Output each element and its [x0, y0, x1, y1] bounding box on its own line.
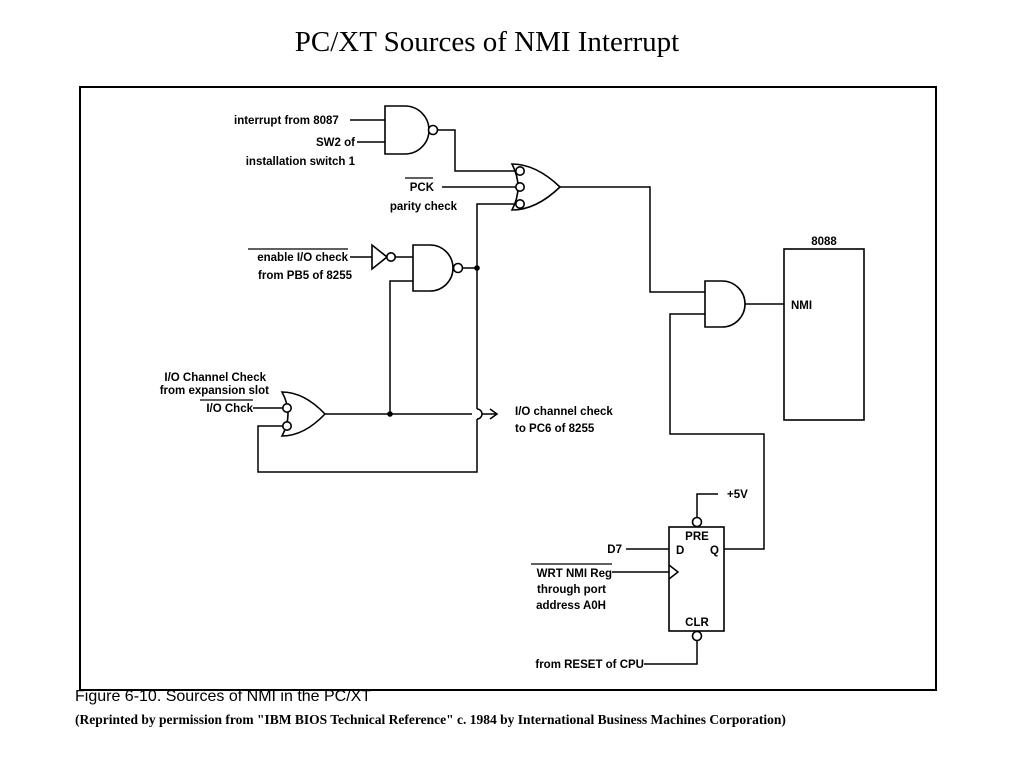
inverter-gate	[371, 243, 389, 271]
label-installation-switch: installation switch 1	[246, 156, 356, 168]
figure-credit: (Reprinted by permission from "IBM BIOS …	[75, 712, 786, 727]
inversion-bubble	[427, 124, 439, 136]
inversion-bubble	[385, 252, 396, 263]
label-ff-q: Q	[710, 545, 719, 557]
slide-title: PC/XT Sources of NMI Interrupt	[294, 26, 680, 58]
label-enable-io-check: enable I/O check	[257, 252, 348, 264]
figure-caption: Figure 6-10. Sources of NMI in the PC/XT	[75, 688, 372, 705]
label-io-channel-check-out: I/O channel check	[515, 406, 613, 418]
label-from-pb5: from PB5 of 8255	[258, 270, 353, 282]
pre-bubble	[691, 516, 703, 528]
and-gate-nmi	[704, 280, 746, 328]
clr-bubble	[691, 630, 703, 642]
label-ff-clr: CLR	[685, 617, 709, 629]
diagram-frame	[79, 86, 937, 691]
junction-dot	[387, 411, 393, 417]
label-io-chck: I/O Chck	[206, 403, 253, 415]
input-bubble	[281, 420, 292, 431]
label-nmi-pin: NMI	[791, 300, 812, 312]
label-interrupt-8087: interrupt from 8087	[234, 115, 339, 127]
label-parity-check: parity check	[390, 201, 458, 213]
nand-gate-io-check	[412, 244, 454, 292]
input-bubble	[281, 402, 292, 413]
label-to-pc6: to PC6 of 8255	[515, 423, 595, 435]
label-from-expansion-slot: from expansion slot	[160, 385, 269, 397]
label-cpu-8088: 8088	[811, 236, 837, 248]
nand-gate-8087	[384, 105, 430, 155]
cpu-8088-box	[783, 248, 865, 421]
label-address-a0h: address A0H	[536, 600, 606, 612]
label-sw2: SW2 of	[316, 137, 355, 149]
label-through-port: through port	[537, 584, 606, 596]
inversion-bubble	[452, 262, 464, 274]
label-ff-pre: PRE	[685, 531, 709, 543]
label-wrt-nmi-reg: WRT NMI Reg	[537, 568, 612, 580]
or-gate-io-channel	[280, 391, 327, 437]
label-from-reset: from RESET of CPU	[535, 659, 644, 671]
label-pck: PCK	[410, 182, 435, 194]
label-plus-5v: +5V	[727, 489, 748, 501]
label-io-channel-check: I/O Channel Check	[164, 372, 266, 384]
input-bubble	[514, 166, 525, 177]
label-ff-d: D	[676, 545, 684, 557]
junction-dot	[474, 265, 480, 271]
input-bubble	[514, 199, 525, 210]
label-d7: D7	[607, 544, 622, 556]
input-bubble	[514, 182, 525, 193]
